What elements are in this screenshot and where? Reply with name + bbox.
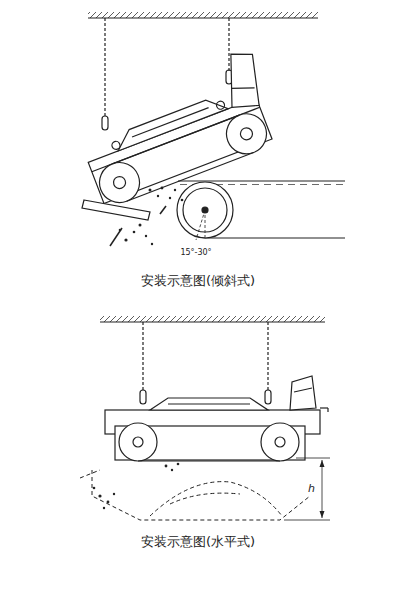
- angle-label: 15°-30°: [179, 248, 212, 258]
- dimension-label: h: [308, 482, 315, 495]
- figure-caption: 安装示意图(倾斜式): [141, 273, 255, 289]
- figure-caption: 安装示意图(水平式): [141, 534, 255, 550]
